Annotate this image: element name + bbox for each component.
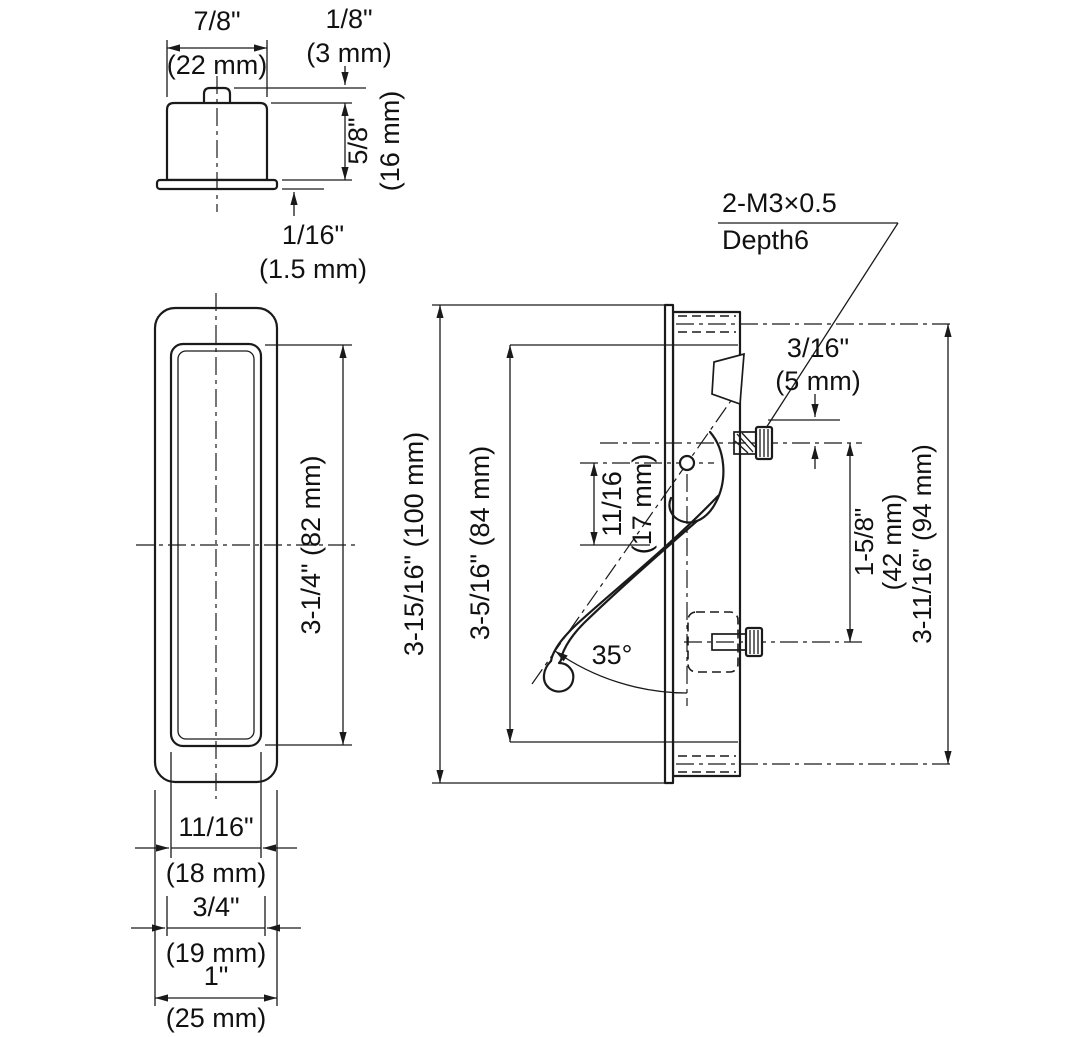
dim-recess-width-lines [135,752,297,858]
latch-catch-section [711,352,745,406]
nub-height-mm-label: (3 mm) [306,38,391,68]
front-view: 3-1/4" (82 mm) 11/16" (18 mm) 3/4" (19 m… [131,293,356,1033]
lever-open-centerline [531,384,743,685]
overall-height-label: 3-15/16" (100 mm) [399,432,429,656]
lever-cam [668,430,725,524]
recess-width-mm-label: (18 mm) [166,858,267,888]
flange-thickness-inch-label: 1/16" [282,220,344,250]
pivot-offset-mm-label: (17 mm) [627,454,657,555]
screw-pitch-inch-label: 1-5/8" [849,508,879,577]
cap-width-inch-label: 7/8" [193,6,240,36]
dim-screw-gap-lines [768,394,840,469]
thread-callout-line1: 2-M3×0.5 [722,188,837,218]
dim-overall-height-lines [432,304,665,784]
body-width-mm-label: (19 mm) [166,938,267,968]
dim-overall-width-lines [154,790,278,1006]
cap-side-view: 7/8" (22 mm) 1/8" (3 mm) 5/8" (16 mm) 1/… [155,4,405,284]
top-screw [733,425,774,461]
dim-nub-height-lines [234,66,366,89]
pivot-offset-inch-label: 11/16 [597,471,627,537]
angle-arc [554,650,688,694]
hidden-hole-bottom [676,755,952,773]
cap-width-mm-label: (22 mm) [167,50,268,80]
lever-arm-upper-edge [549,494,720,663]
dim-recess-height-lines [265,344,352,746]
lever-arm-lower-edge [560,519,699,657]
overall-width-mm-label: (25 mm) [166,1003,267,1033]
hidden-hole-top [676,315,952,333]
screw-gap-inch-label: 3/16" [787,333,849,363]
body-width-inch-label: 3/4" [192,892,239,922]
pivot-hole [678,454,696,472]
cap-height-inch-label: 5/8" [343,117,373,164]
recess-width-inch-label: 11/16" [178,812,253,842]
overall-width-inch-label: 1" [204,961,229,991]
dim-flange-thickness-lines [282,188,324,216]
bottom-screw [687,611,764,673]
flange-thickness-mm-label: (1.5 mm) [259,254,367,284]
side-section-view: 2-M3×0.5 Depth6 3-15/16" (100 mm) 3-5/16… [399,188,952,785]
nub-height-inch-label: 1/8" [325,4,372,34]
recess-height-label: 3-1/4" (82 mm) [296,455,326,634]
dim-pivot-offset-lines [580,463,650,546]
thread-callout-leader [765,222,899,429]
screw-gap-mm-label: (5 mm) [775,366,860,396]
angle-label: 35° [592,640,633,670]
thread-callout: 2-M3×0.5 Depth6 [718,188,899,429]
cap-height-mm-label: (16 mm) [375,91,405,192]
inner-height-label: 3-5/16" (84 mm) [465,446,495,640]
dim-cap-height-lines [271,102,352,181]
dim-body-width-lines [131,896,301,936]
thread-callout-line2: Depth6 [722,225,809,255]
screw-pitch-mm-label: (42 mm) [877,494,907,591]
hole-pitch-label: 3-11/16" (94 mm) [907,444,937,643]
